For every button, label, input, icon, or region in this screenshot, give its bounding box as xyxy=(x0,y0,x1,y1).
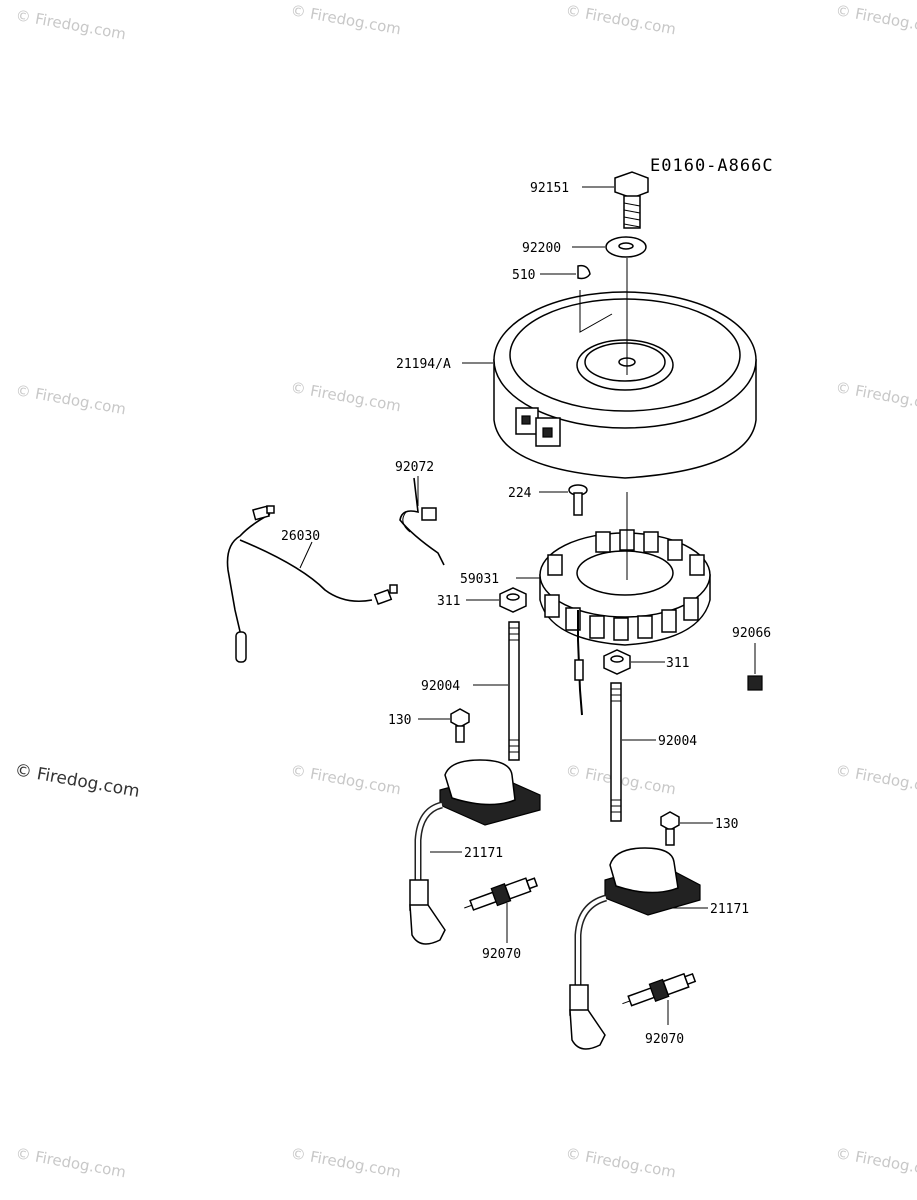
clamp-92072 xyxy=(399,477,445,566)
label-92004-right: 92004 xyxy=(658,734,697,749)
watermark: © Firedog.com xyxy=(564,1,677,38)
watermark: © Firedog.com xyxy=(289,1,402,38)
watermark: © Firedog.com xyxy=(289,761,402,798)
watermark: © Firedog.com xyxy=(289,378,402,415)
screw-224 xyxy=(568,484,588,516)
spark-plug-92070-left xyxy=(464,877,539,911)
label-92072: 92072 xyxy=(395,460,434,475)
label-130-left: 130 xyxy=(388,713,411,728)
watermark: © Firedog.com xyxy=(834,761,917,798)
lead-wire-26030 xyxy=(226,505,398,663)
watermark: © Firedog.com xyxy=(14,381,127,418)
stator-teeth xyxy=(544,529,705,641)
stator-59031 xyxy=(539,529,711,716)
key-510 xyxy=(577,264,591,280)
watermark: © Firedog.com xyxy=(14,6,127,43)
watermark: © Firedog.com xyxy=(289,1144,402,1181)
watermark: © Firedog.com xyxy=(834,1,917,38)
label-92200: 92200 xyxy=(522,241,561,256)
stud-92004-left xyxy=(508,621,520,761)
nut-92066 xyxy=(747,675,763,691)
label-92004-left: 92004 xyxy=(421,679,460,694)
label-92070-left: 92070 xyxy=(482,947,521,962)
watermarks: © Firedog.com © Firedog.com © Firedog.co… xyxy=(13,1,917,1181)
ignition-coil-21171-left xyxy=(409,759,541,945)
label-510: 510 xyxy=(512,268,535,283)
spark-plug-92070-right xyxy=(622,972,697,1007)
label-311-left: 311 xyxy=(437,594,460,609)
label-92151: 92151 xyxy=(530,181,569,196)
label-311-right: 311 xyxy=(666,656,689,671)
label-59031: 59031 xyxy=(460,572,499,587)
label-26030: 26030 xyxy=(281,529,320,544)
watermark: © Firedog.com xyxy=(14,1144,127,1181)
label-21194: 21194/A xyxy=(396,357,451,372)
watermark: © Firedog.com xyxy=(564,1144,677,1181)
label-21171-right: 21171 xyxy=(710,902,749,917)
label-92070-right: 92070 xyxy=(645,1032,684,1047)
stud-92004-right xyxy=(610,682,622,822)
bolt-92151 xyxy=(614,171,649,229)
watermark-main: © Firedog.com xyxy=(13,760,141,802)
label-92066: 92066 xyxy=(732,626,771,641)
nut-311-left xyxy=(499,587,527,613)
diagram-code: E0160-A866C xyxy=(650,156,774,176)
washer-92200 xyxy=(605,236,647,258)
label-224: 224 xyxy=(508,486,532,501)
ignition-coil-21171-right xyxy=(569,847,701,1050)
label-21171-left: 21171 xyxy=(464,846,503,861)
watermark: © Firedog.com xyxy=(834,1144,917,1181)
bolt-130-left xyxy=(450,708,470,743)
watermark: © Firedog.com xyxy=(834,378,917,415)
flywheel-21194 xyxy=(493,291,757,479)
label-130-right: 130 xyxy=(715,817,738,832)
nut-311-right xyxy=(603,649,631,675)
bolt-130-right xyxy=(660,811,680,846)
